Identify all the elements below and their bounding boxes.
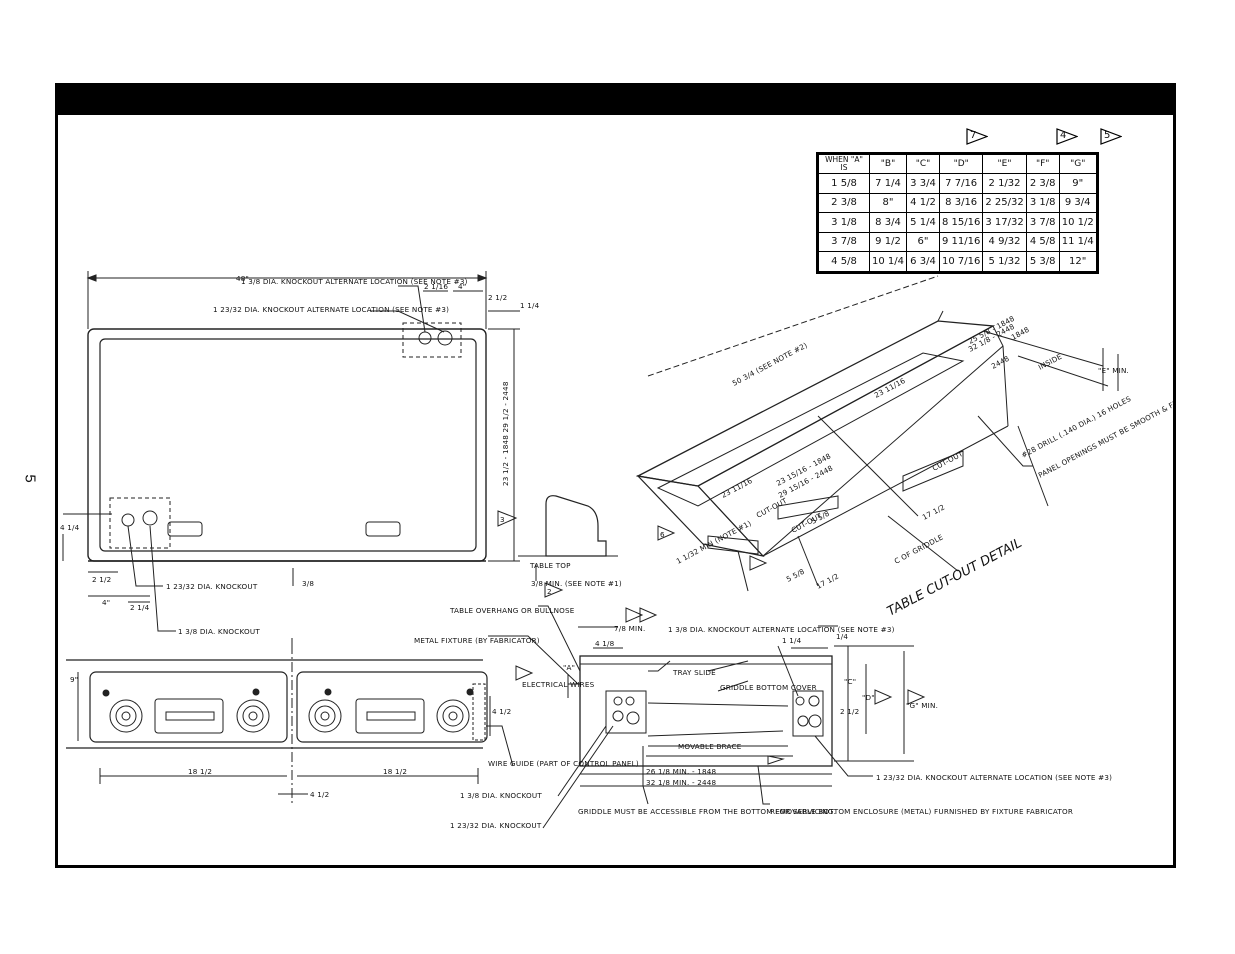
plan-left-dim-2: 2 1/2 [92,575,111,584]
section-electrical-wires: ELECTRICAL WIRES [522,680,595,689]
front-knockout-b: 1 23/32 DIA. KNOCKOUT [450,821,542,830]
iso-title: TABLE CUT-OUT DETAIL [885,536,1025,620]
plan-dim-top-1: 2 1/16 [424,282,448,291]
table-cell: 12" [1058,251,1098,273]
front-dim-left: 18 1/2 [188,767,212,776]
plan-bottom-small-dim: 3/8 [302,579,314,588]
section-tray-slide: TRAY SLIDE [672,668,716,677]
front-knockout-a: 1 3/8 DIA. KNOCKOUT [460,791,542,800]
plan-note-flag-3: 3 [500,515,505,524]
note-flag-g: 5 [1100,128,1123,145]
section-label-a: "A" [563,663,575,672]
note-flag-f: 4 [1056,128,1079,145]
section-griddle-cover: GRIDDLE BOTTOM COVER [720,683,817,692]
header-cell: "E" [982,153,1027,174]
table-note-flags: 7 4 5 [816,128,1142,148]
section-table-overhang: TABLE OVERHANG OR BULLNOSE [449,606,575,615]
section-knockout-alt: 1 3/8 DIA. KNOCKOUT ALTERNATE LOCATION (… [668,625,895,634]
drawing-frame: 7 4 5 WHEN "A" IS "B" "C" "D" "E" "F" "G… [55,83,1176,868]
iso-inner-length-2: 23 11/16 [720,476,754,500]
iso-griddle-center: C OF GRIDDLE [893,532,945,565]
section-metal-fixture: METAL FIXTURE (BY FABRICATOR) [414,636,540,645]
header-cell: "C" [906,153,940,174]
plan-left-dim-1: 4 1/4 [60,523,80,532]
iso-e-min: "E" MIN. [1098,366,1129,375]
section-label-d: "D" [862,693,875,702]
section-label-g-min: "G" MIN. [906,701,938,710]
plan-height-dim: 23 1/2 - 1848 29 1/2 - 2448 [501,381,510,486]
table-cell: 2 1/32 [982,173,1027,194]
iso-bottom-dim-4: 17 1/2 [815,571,841,590]
iso-front-note: 1 1/32 MIN (NOTE #1) [675,519,753,566]
section-dim-4: 4 1/8 [595,639,615,648]
iso-bottom-dim-2: 17 1/2 [921,502,947,521]
plan-knockout-alt-1: 1 3/8 DIA. KNOCKOUT ALTERNATE LOCATION (… [241,277,468,286]
section-movable-brace: MOVABLE BRACE [678,742,742,751]
table-row: 3 1/8 8 3/4 5 1/4 8 15/16 3 17/32 3 7/8 … [817,212,1098,233]
table-row: 2 3/8 8" 4 1/2 8 3/16 2 25/32 3 1/8 9 3/… [817,192,1098,213]
table-row: 1 5/8 7 1/4 3 3/4 7 7/16 2 1/32 2 3/8 9" [817,173,1098,194]
table-row: 4 5/8 10 1/4 6 3/4 10 7/16 5 1/32 5 3/8 … [817,251,1098,273]
iso-panel-openings: PANEL OPENINGS MUST BE SMOOTH & FREE OF … [1037,309,1173,479]
plan-dim-top-2: 4" [458,282,466,291]
plan-width-dim: 48" [236,274,249,283]
plan-knockout-2: 1 3/8 DIA. KNOCKOUT [178,627,260,636]
front-dim-mid: 4 1/2 [310,790,329,799]
iso-cutout-center: CUT-OUT [755,496,789,520]
plan-knockout-alt-2: 1 23/32 DIA. KNOCKOUT ALTERNATE LOCATION… [213,305,449,314]
plan-left-dim-3: 4" [102,598,110,607]
technical-drawing: 48" 1 3/8 DIA. KNOCKOUT ALTERNATE LOCATI… [60,271,1173,830]
iso-bottom-dim-1: 5 5/8 [810,509,832,526]
header-cell: "G" [1058,153,1098,174]
page-number: 5 [21,474,39,483]
plan-knockout-1: 1 23/32 DIA. KNOCKOUT [166,582,258,591]
section-dim-quarter: 1/4 [836,632,848,641]
iso-bottom-dim-3: 5 5/8 [785,567,807,584]
plan-left-dim-4: 2 1/4 [130,603,150,612]
iso-length-dim: 50 3/4 (SEE NOTE #2) [731,341,809,388]
section-min-dim: 7/8 MIN. [614,624,645,633]
plan-min-dim: 3/8 MIN. (SEE NOTE #1) [531,579,622,588]
table-header-row: WHEN "A" IS "B" "C" "D" "E" "F" "G" [817,153,1098,174]
section-min-1848: 26 1/8 MIN. - 1848 [646,767,717,776]
plan-table-top: TABLE TOP [529,561,571,570]
plan-dim-top-4: 1 1/4 [520,301,540,310]
section-knockout-alt-2: 1 23/32 DIA. KNOCKOUT ALTERNATE LOCATION… [876,773,1112,782]
front-height-dim: 4 1/2 [492,707,511,716]
header-cell: "D" [938,153,984,174]
section-min-2448: 32 1/8 MIN. - 2448 [646,778,717,787]
table-cell: 10 7/16 [938,251,984,273]
plan-dim-top-3: 2 1/2 [488,293,507,302]
front-view [66,638,514,806]
section-view [488,605,926,829]
frame-header-bar [58,86,1173,115]
table-cell: 5 1/32 [982,251,1027,273]
front-small-dim: 9" [70,675,78,684]
iso-cutout-right: CUT-OUT [931,449,965,473]
section-dim-1-4: 1 1/4 [782,636,802,645]
plan-view [62,271,618,632]
section-griddle-access: GRIDDLE MUST BE ACCESSIBLE FROM THE BOTT… [578,807,836,816]
header-cell: "F" [1025,153,1060,174]
front-wire-guide: WIRE GUIDE (PART OF CONTROL PANEL) [488,759,639,768]
iso-inside: INSIDE [1037,352,1064,372]
plan-note-flag-2: 2 [547,587,552,596]
section-dim-2-1-2: 2 1/2 [840,707,859,716]
isometric-view [635,275,1119,592]
note-flag-d: 7 [966,128,989,145]
iso-note-flag: 6 [660,530,665,539]
front-dim-right: 18 1/2 [383,767,407,776]
dimension-table: WHEN "A" IS "B" "C" "D" "E" "F" "G" 1 5/… [816,152,1099,274]
header-cell: WHEN "A" IS [817,153,870,174]
section-removable-enclosure: REMOVABLE BOTTOM ENCLOSURE (METAL) FURNI… [770,807,1073,816]
section-label-c: "C" [844,677,856,686]
iso-side-2448: 2448 [990,354,1011,371]
